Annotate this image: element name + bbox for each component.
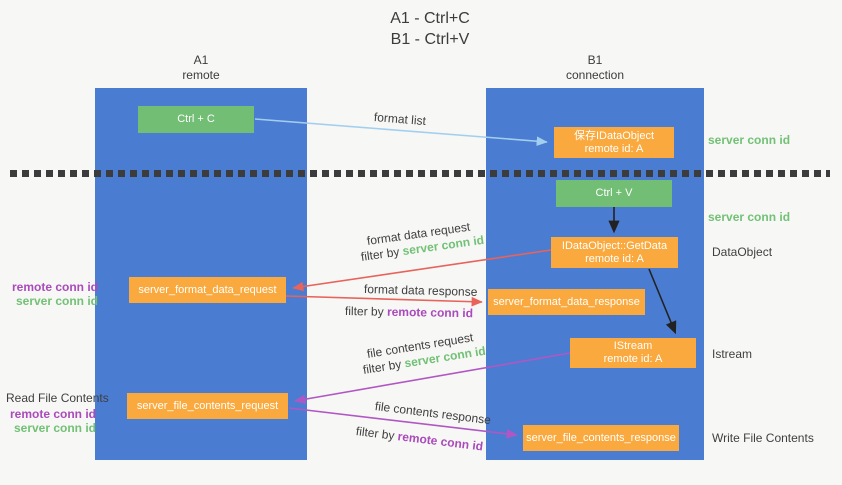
label-server-conn-id-top: server conn id <box>708 133 791 147</box>
server-format-data-response-label: server_format_data_response <box>493 295 640 308</box>
filter-by-prefix: filter by <box>355 424 399 444</box>
node-server-format-data-response: server_format_data_response <box>488 289 645 315</box>
label-format-list: format list <box>373 110 427 129</box>
column-a1-name: A1 <box>193 53 209 67</box>
node-server-format-data-request: server_format_data_request <box>129 277 286 303</box>
getdata-line2: remote id: A <box>585 252 644 265</box>
session-divider-dashed-line <box>10 170 830 177</box>
node-istream: IStream remote id: A <box>570 338 696 368</box>
save-idataobject-line2: remote id: A <box>584 142 644 155</box>
server-format-data-request-label: server_format_data_request <box>138 283 277 296</box>
node-idataobject-getdata: IDataObject::GetData remote id: A <box>551 237 678 268</box>
diagram-title: A1 - Ctrl+C B1 - Ctrl+V <box>320 8 540 50</box>
node-server-file-contents-request: server_file_contents_request <box>127 393 288 419</box>
column-b1-subtitle: connection <box>565 68 625 82</box>
title-line-1: A1 - Ctrl+C <box>390 10 470 27</box>
server-file-contents-response-label: server_file_contents_response <box>526 431 676 444</box>
label-file-server-conn-id: server conn id <box>13 421 96 435</box>
label-read-file-contents: Read File Contents <box>6 391 109 405</box>
filter-by-prefix: filter by <box>360 244 404 264</box>
column-header-a1: A1 remote <box>95 53 307 83</box>
column-b1-name: B1 <box>587 53 603 67</box>
node-ctrl-v: Ctrl + V <box>556 180 672 207</box>
server-file-contents-request-label: server_file_contents_request <box>136 399 279 412</box>
title-line-2: B1 - Ctrl+V <box>390 31 470 48</box>
column-header-b1: B1 connection <box>486 53 704 83</box>
label-file-remote-conn-id: remote conn id <box>9 407 96 421</box>
filter-by-prefix: filter by <box>344 304 388 319</box>
filter-key-remote-conn-id: remote conn id <box>396 429 484 454</box>
label-file-contents-response: file contents response <box>374 399 492 428</box>
label-write-file-contents: Write File Contents <box>712 431 814 445</box>
label-format-server-conn-id: server conn id <box>15 294 98 308</box>
ctrl-c-label: Ctrl + C <box>177 113 215 125</box>
node-save-idataobject: 保存IDataObject remote id: A <box>554 127 674 158</box>
label-dataobject: DataObject <box>712 245 773 259</box>
filter-key-remote-conn-id: remote conn id <box>386 304 474 321</box>
label-istream: Istream <box>712 347 753 361</box>
istream-line2: remote id: A <box>603 353 663 365</box>
ctrl-v-label: Ctrl + V <box>595 187 633 199</box>
save-idataobject-line1: 保存IDataObject <box>573 129 655 142</box>
istream-line1: IStream <box>613 340 653 352</box>
label-server-conn-id-mid: server conn id <box>708 210 791 224</box>
getdata-line1: IDataObject::GetData <box>561 239 668 252</box>
column-a1-subtitle: remote <box>182 68 220 82</box>
label-format-data-response-filter: filter by remote conn id <box>345 304 473 320</box>
node-ctrl-c: Ctrl + C <box>138 106 254 133</box>
node-server-file-contents-response: server_file_contents_response <box>523 425 679 451</box>
label-format-remote-conn-id: remote conn id <box>11 280 98 294</box>
label-file-contents-response-filter: filter by remote conn id <box>355 424 484 453</box>
label-format-data-response: format data response <box>363 282 478 299</box>
